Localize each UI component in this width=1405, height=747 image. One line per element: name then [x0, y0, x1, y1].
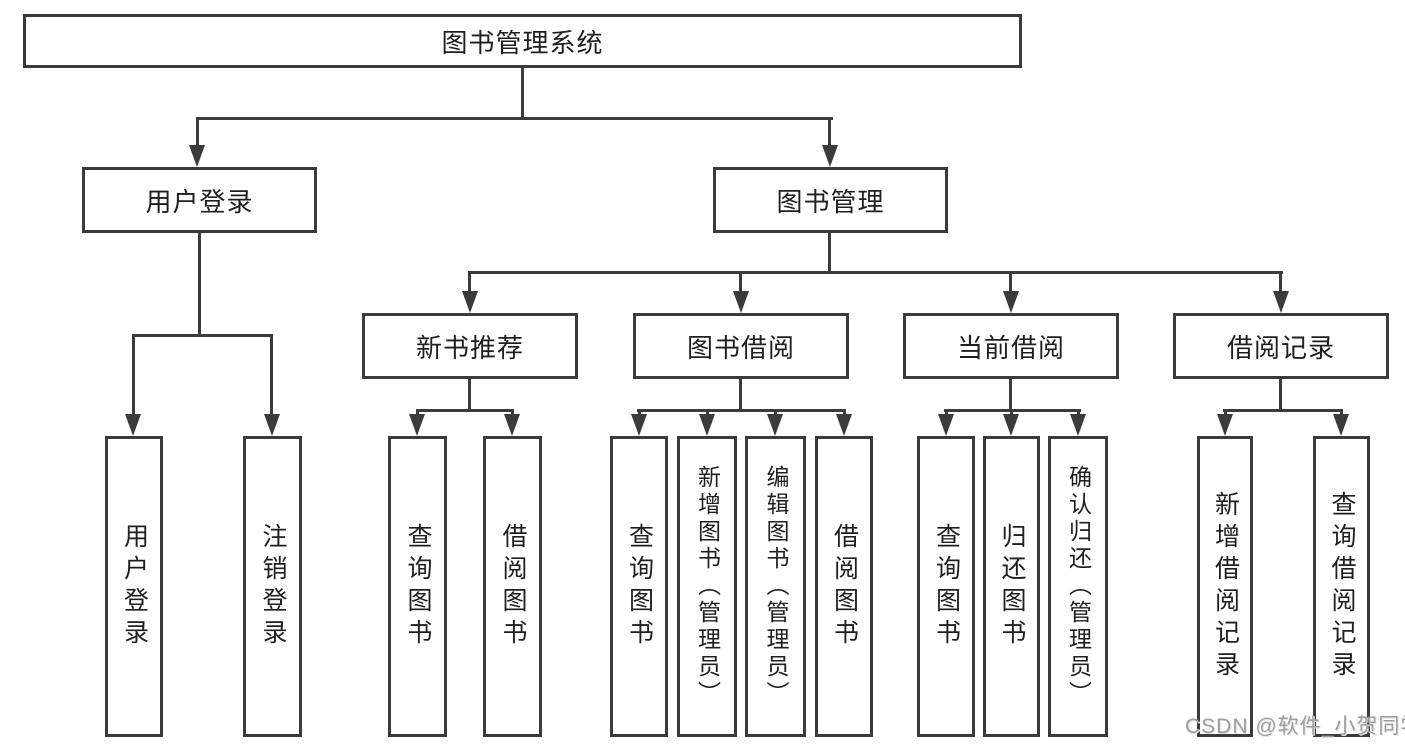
arrowhead-to-leaf [631, 414, 647, 436]
arrowhead-to-logout-leaf [264, 414, 280, 436]
node-label: 新书推荐 [415, 332, 524, 363]
node-book-borrowing: 图书借阅 [633, 313, 849, 379]
edge-current-shaft [1009, 271, 1012, 294]
edge-borrowing-shaft [739, 271, 742, 294]
node-book-management: 图书管理 [713, 167, 948, 233]
arrowhead-to-records [1273, 291, 1289, 313]
node-label: 注销登录 [259, 522, 287, 651]
node-user-login: 用户登录 [82, 167, 317, 233]
node-leaf-borrow-books-recommend: 借阅图书 [483, 436, 542, 737]
arrowhead-to-leaf [938, 414, 954, 436]
edge-book-management-horizontal [468, 271, 1283, 274]
node-leaf-query-borrow-record: 查询借阅记录 [1313, 436, 1370, 737]
node-leaf-logout: 注销登录 [243, 436, 302, 737]
arrowhead-to-leaf [504, 414, 520, 436]
arrowhead-to-leaf [1217, 414, 1233, 436]
edge-recommend-vertical [468, 379, 471, 412]
node-label: 新增图书（管理员） [694, 465, 721, 708]
edge-book-management-shaft [828, 117, 831, 147]
edge-root-vertical [521, 68, 524, 118]
arrowhead-to-borrowing [733, 291, 749, 313]
edge-user-login-horizontal [132, 334, 273, 337]
arrowhead-to-user-login [189, 145, 205, 167]
node-borrowing-records: 借阅记录 [1173, 313, 1389, 379]
edge-records-vertical [1279, 379, 1282, 412]
csdn-watermark: CSDN @软件_小贺同学 [1185, 715, 1405, 738]
arrowhead-to-login-leaf [125, 414, 141, 436]
edge-logout-leaf-shaft [270, 334, 273, 418]
edge-book-management-vertical [828, 232, 831, 273]
arrowhead-to-current [1003, 291, 1019, 313]
node-label: 归还图书 [998, 522, 1026, 651]
node-leaf-edit-books-admin: 编辑图书（管理员） [745, 436, 806, 737]
node-leaf-add-borrow-record: 新增借阅记录 [1197, 436, 1253, 737]
node-label: 借阅图书 [830, 522, 859, 651]
edge-root-horizontal [196, 117, 833, 120]
edge-records-shaft [1279, 271, 1282, 294]
node-label: 查询借阅记录 [1328, 490, 1356, 683]
node-leaf-confirm-return-admin: 确认归还（管理员） [1048, 436, 1108, 737]
arrowhead-to-leaf [409, 414, 425, 436]
node-label: 图书借阅 [686, 332, 795, 363]
node-library-management-system: 图书管理系统 [23, 14, 1022, 68]
edge-borrowing-horizontal [637, 409, 846, 412]
edge-recommend-horizontal [416, 409, 514, 412]
node-label: 图书管理系统 [441, 27, 604, 58]
arrowhead-to-leaf [699, 414, 715, 436]
arrowhead-to-leaf [1070, 414, 1086, 436]
node-leaf-user-login: 用户登录 [105, 436, 163, 737]
arrowhead-to-recommend [462, 291, 478, 313]
node-leaf-query-books-current: 查询图书 [917, 436, 975, 737]
edge-current-vertical [1009, 379, 1012, 412]
arrowhead-to-leaf [1333, 414, 1349, 436]
node-new-book-recommend: 新书推荐 [362, 313, 578, 379]
edge-user-login-shaft [196, 117, 199, 147]
node-current-borrowing: 当前借阅 [903, 313, 1119, 379]
node-leaf-query-books-borrowing: 查询图书 [610, 436, 668, 737]
node-leaf-borrow-books-borrowing: 借阅图书 [815, 436, 873, 737]
node-label: 当前借阅 [956, 332, 1065, 363]
edge-records-horizontal [1223, 409, 1343, 412]
arrowhead-to-leaf [1003, 414, 1019, 436]
edge-user-login-vertical [198, 233, 201, 336]
node-label: 编辑图书（管理员） [763, 465, 789, 708]
node-label: 用户登录 [145, 186, 254, 217]
arrowhead-to-leaf [767, 414, 783, 436]
node-label: 用户登录 [120, 522, 149, 651]
node-leaf-add-books-admin: 新增图书（管理员） [677, 436, 737, 737]
edge-recommend-shaft [468, 271, 471, 294]
node-leaf-return-books: 归还图书 [983, 436, 1040, 737]
node-label: 确认归还（管理员） [1065, 465, 1092, 708]
node-label: 查询图书 [404, 522, 432, 651]
node-label: 借阅图书 [499, 522, 527, 651]
node-label: 查询图书 [625, 522, 654, 651]
edge-login-leaf-shaft [132, 334, 135, 418]
arrowhead-to-book-management [822, 145, 838, 167]
node-label: 新增借阅记录 [1211, 490, 1240, 683]
node-label: 查询图书 [932, 522, 961, 651]
node-label: 借阅记录 [1226, 332, 1335, 363]
node-label: 图书管理 [776, 186, 885, 217]
node-leaf-query-books-recommend: 查询图书 [388, 436, 447, 737]
arrowhead-to-leaf [836, 414, 852, 436]
edge-borrowing-vertical [739, 379, 742, 412]
